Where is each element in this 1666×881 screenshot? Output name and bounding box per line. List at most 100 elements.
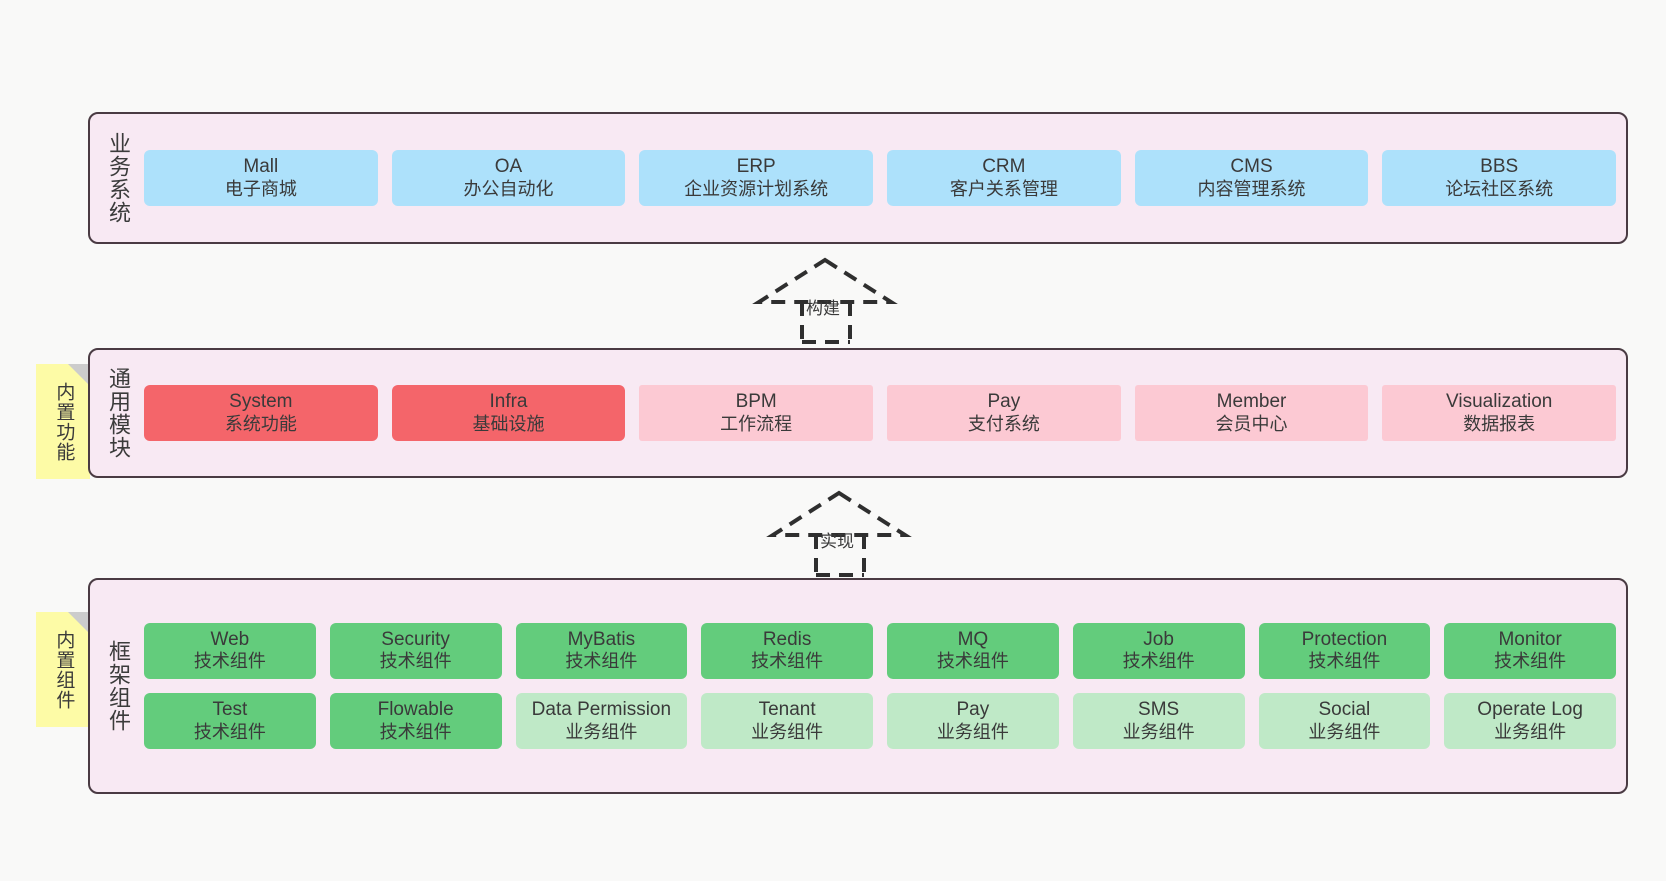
node-cms[interactable]: CMS 内容管理系统 xyxy=(1134,149,1369,207)
connector-implement: 实现 xyxy=(766,487,916,577)
node-label-en: Pay xyxy=(987,390,1021,412)
node-label-cn: 技术组件 xyxy=(1122,651,1195,672)
node-oa[interactable]: OA 办公自动化 xyxy=(391,149,626,207)
node-label-en: Job xyxy=(1143,628,1174,650)
node-label-cn: 基础设施 xyxy=(472,413,545,434)
node-web[interactable]: Web 技术组件 xyxy=(144,622,316,679)
node-data-permission[interactable]: Data Permission 业务组件 xyxy=(515,693,688,750)
node-job[interactable]: Job 技术组件 xyxy=(1072,622,1245,679)
node-label-en: MQ xyxy=(957,628,989,650)
node-label-cn: 电子商城 xyxy=(224,178,297,199)
node-bbs[interactable]: BBS 论坛社区系统 xyxy=(1382,149,1617,207)
node-label-cn: 数据报表 xyxy=(1463,413,1536,434)
layer-business-system: 业务系统 Mall 电子商城 OA 办公自动化 ERP 企业资源计划系统 CRM… xyxy=(88,112,1628,244)
node-label-cn: 技术组件 xyxy=(379,651,452,672)
node-label-en: CRM xyxy=(982,155,1026,177)
node-crm[interactable]: CRM 客户关系管理 xyxy=(887,149,1121,207)
layer-common-module: 通用模块 System 系统功能 Infra 基础设施 BPM 工作流程 Pay… xyxy=(88,348,1628,478)
node-label-en: Tenant xyxy=(758,699,816,720)
layer-body-business-system: Mall 电子商城 OA 办公自动化 ERP 企业资源计划系统 CRM 客户关系… xyxy=(140,120,1620,236)
node-label-cn: 论坛社区系统 xyxy=(1445,178,1554,199)
node-label-en: Pay xyxy=(956,699,990,720)
node-label-cn: 技术组件 xyxy=(1308,651,1381,672)
node-label-en: MyBatis xyxy=(567,628,636,650)
node-test[interactable]: Test 技术组件 xyxy=(144,693,316,750)
node-label-en: Infra xyxy=(489,390,528,412)
node-label-en: Social xyxy=(1318,699,1371,720)
node-mall[interactable]: Mall 电子商城 xyxy=(144,149,378,207)
node-monitor[interactable]: Monitor 技术组件 xyxy=(1444,622,1616,679)
connector-label-implement: 实现 xyxy=(820,532,854,551)
node-row: Mall 电子商城 OA 办公自动化 ERP 企业资源计划系统 CRM 客户关系… xyxy=(144,149,1617,207)
node-member[interactable]: Member 会员中心 xyxy=(1134,384,1369,442)
node-label-cn: 技术组件 xyxy=(193,651,266,672)
folded-corner-icon xyxy=(68,364,90,386)
folded-corner-icon xyxy=(68,612,90,634)
node-label-en: SMS xyxy=(1138,699,1180,720)
node-label-en: Operate Log xyxy=(1477,699,1583,720)
node-label-cn: 业务组件 xyxy=(751,721,824,742)
node-label-en: Web xyxy=(210,628,250,650)
node-protection[interactable]: Protection 技术组件 xyxy=(1258,622,1431,679)
node-label-cn: 业务组件 xyxy=(1308,721,1381,742)
node-operate-log[interactable]: Operate Log 业务组件 xyxy=(1444,693,1616,750)
layer-title-common-module: 通用模块 xyxy=(105,367,131,459)
node-bpm[interactable]: BPM 工作流程 xyxy=(639,384,874,442)
node-label-en: Data Permission xyxy=(531,699,672,720)
node-erp[interactable]: ERP 企业资源计划系统 xyxy=(639,149,874,207)
node-social[interactable]: Social 业务组件 xyxy=(1258,693,1431,750)
node-flowable[interactable]: Flowable 技术组件 xyxy=(329,693,502,750)
node-label-en: System xyxy=(229,390,293,412)
node-label-cn: 会员中心 xyxy=(1215,413,1288,434)
node-row: Web 技术组件 Security 技术组件 MyBatis 技术组件 Redi… xyxy=(144,622,1616,679)
node-label-en: Visualization xyxy=(1446,390,1553,412)
sticky-note-builtin-component: 内置组件 xyxy=(36,612,90,727)
node-label-cn: 业务组件 xyxy=(1494,721,1567,742)
node-label-en: Redis xyxy=(762,628,812,650)
node-label-cn: 支付系统 xyxy=(967,413,1040,434)
layer-body-common-module: System 系统功能 Infra 基础设施 BPM 工作流程 Pay 支付系统… xyxy=(140,356,1620,470)
node-label-cn: 系统功能 xyxy=(224,413,297,434)
node-label-cn: 客户关系管理 xyxy=(949,178,1058,199)
generalization-arrow-icon xyxy=(752,257,898,344)
node-label-cn: 技术组件 xyxy=(936,651,1009,672)
node-label-en: ERP xyxy=(736,155,776,177)
node-label-cn: 技术组件 xyxy=(751,651,824,672)
node-row: System 系统功能 Infra 基础设施 BPM 工作流程 Pay 支付系统… xyxy=(144,384,1617,442)
generalization-arrow-icon xyxy=(766,490,912,577)
node-label-en: OA xyxy=(494,155,523,177)
node-pay-business[interactable]: Pay 业务组件 xyxy=(887,693,1059,750)
node-label-en: Test xyxy=(212,699,248,720)
node-label-cn: 企业资源计划系统 xyxy=(684,178,829,199)
layer-framework-component: 框架组件 Web 技术组件 Security 技术组件 MyBatis 技术组件… xyxy=(88,578,1628,794)
layer-title-framework-component: 框架组件 xyxy=(105,640,131,732)
node-visualization[interactable]: Visualization 数据报表 xyxy=(1382,384,1617,442)
node-label-en: Security xyxy=(381,628,450,650)
node-label-cn: 技术组件 xyxy=(193,721,266,742)
node-label-en: Monitor xyxy=(1498,628,1562,650)
sticky-note-label: 内置功能 xyxy=(53,381,75,462)
sticky-note-label: 内置组件 xyxy=(53,629,75,710)
node-infra[interactable]: Infra 基础设施 xyxy=(391,384,626,442)
node-label-cn: 工作流程 xyxy=(720,413,793,434)
node-redis[interactable]: Redis 技术组件 xyxy=(701,622,873,679)
node-label-cn: 内容管理系统 xyxy=(1197,178,1306,199)
node-label-cn: 业务组件 xyxy=(565,721,638,742)
sticky-note-builtin-function: 内置功能 xyxy=(36,364,90,479)
node-mybatis[interactable]: MyBatis 技术组件 xyxy=(515,622,688,679)
node-label-cn: 技术组件 xyxy=(379,721,452,742)
node-label-cn: 业务组件 xyxy=(1122,721,1195,742)
layer-title-business-system: 业务系统 xyxy=(105,132,131,224)
node-label-en: Mall xyxy=(243,155,279,177)
node-label-cn: 技术组件 xyxy=(1494,651,1567,672)
node-system[interactable]: System 系统功能 xyxy=(144,384,378,442)
node-label-en: CMS xyxy=(1230,155,1273,177)
node-label-cn: 业务组件 xyxy=(936,721,1009,742)
node-label-en: Member xyxy=(1216,390,1287,412)
node-security[interactable]: Security 技术组件 xyxy=(329,622,502,679)
node-mq[interactable]: MQ 技术组件 xyxy=(887,622,1059,679)
node-pay[interactable]: Pay 支付系统 xyxy=(887,384,1121,442)
node-sms[interactable]: SMS 业务组件 xyxy=(1072,693,1245,750)
node-tenant[interactable]: Tenant 业务组件 xyxy=(701,693,873,750)
